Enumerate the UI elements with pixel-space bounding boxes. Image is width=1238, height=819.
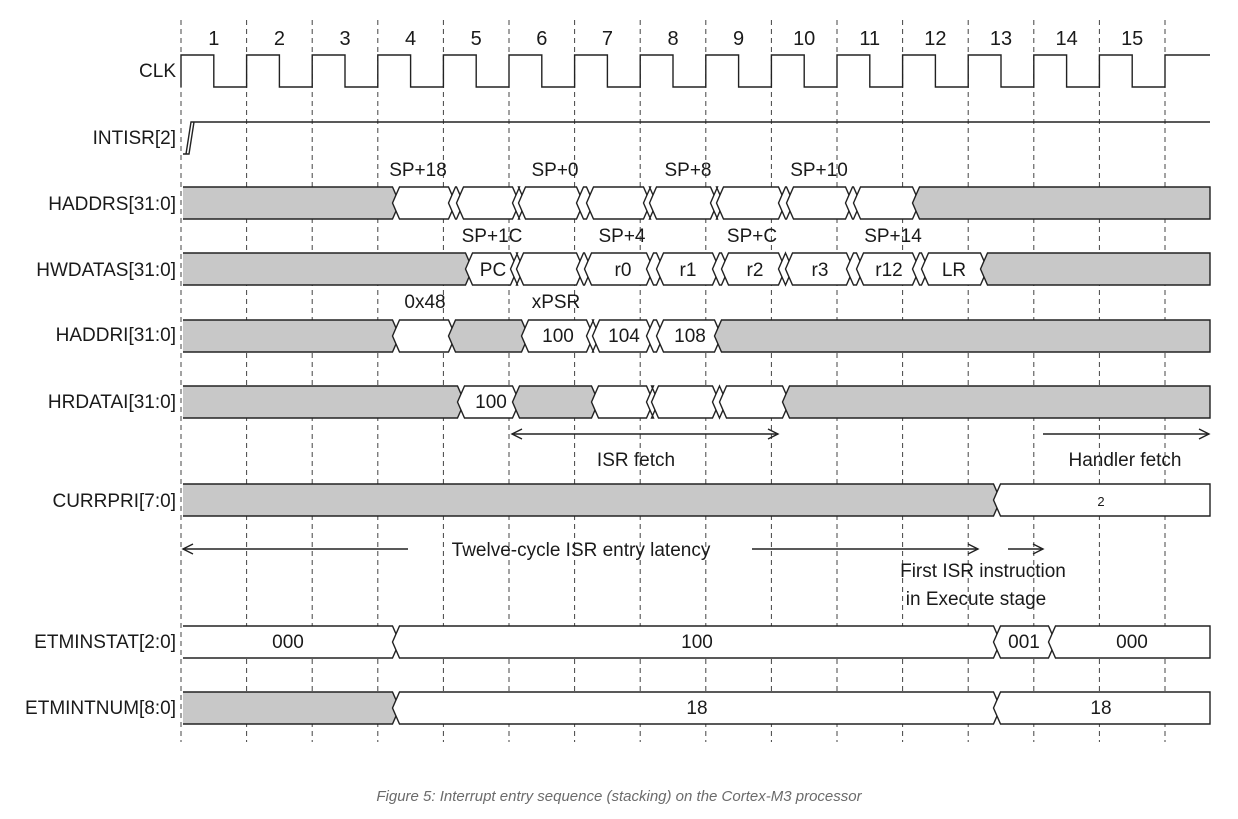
intisr-waveform (183, 121, 1210, 155)
hwdatas-data-pc: PC (480, 260, 506, 281)
hwdatas-data-r0: r0 (615, 260, 632, 281)
cycle-number: 4 (405, 28, 416, 50)
etminstat-bus-segment (1047, 625, 1211, 659)
cycle-number: 14 (1055, 28, 1077, 50)
etminstat-value-000: 000 (272, 632, 304, 653)
etmintnum-bus-segment (183, 691, 401, 725)
cycle-number: 9 (733, 28, 744, 50)
hwdatas-addr-sp1c: SP+1C (462, 226, 523, 247)
haddrs-bus-segment (648, 186, 719, 220)
haddri-bus-segment (183, 319, 401, 353)
haddrs-addr-sp10: SP+10 (790, 160, 848, 181)
hrdatai-value-100: 100 (475, 392, 507, 413)
etminstat-value-001: 001 (1008, 632, 1040, 653)
haddri-bus-segment (713, 319, 1211, 353)
hwdatas-data-lr: LR (942, 260, 966, 281)
signal-label-clk: CLK (139, 61, 176, 82)
etmintnum-bus-segment (992, 691, 1211, 725)
haddrs-bus-segment (585, 186, 652, 220)
hwdatas-addr-sp14: SP+14 (864, 226, 922, 247)
cycle-number: 5 (471, 28, 482, 50)
first-isr-label-line2: in Execute stage (906, 589, 1046, 610)
haddrs-addr-sp0: SP+0 (531, 160, 578, 181)
haddri-value-108: 108 (674, 326, 706, 347)
cycle-number: 15 (1121, 28, 1143, 50)
haddri-bus-segment (391, 319, 457, 353)
hrdatai-bus-segment (183, 385, 466, 419)
haddrs-addr-sp8: SP+8 (664, 160, 711, 181)
hrdatai-bus-segment (718, 385, 791, 419)
cycle-number: 6 (536, 28, 547, 50)
haddri-bus-segment (447, 319, 530, 353)
clk-waveform (180, 54, 1210, 88)
haddri-addr-0x48: 0x48 (404, 292, 445, 313)
hwdatas-bus-segment (979, 252, 1211, 286)
hrdatai-bus-segment (650, 385, 721, 419)
hrdatai-bus-segment (781, 385, 1211, 419)
haddrs-bus-segment (785, 186, 854, 220)
hrdatai-bus-segment (511, 385, 600, 419)
signal-label-currpri: CURRPRI[7:0] (52, 491, 176, 512)
bus-waveforms (183, 186, 1211, 725)
haddrs-addr-sp18: SP+18 (389, 160, 447, 181)
cycle-gridlines (180, 20, 1166, 742)
signal-label-hwdatas: HWDATAS[31:0] (36, 260, 176, 281)
signal-label-etminstat: ETMINSTAT[2:0] (34, 632, 176, 653)
hwdatas-data-r1: r1 (680, 260, 697, 281)
cycle-number: 8 (667, 28, 678, 50)
currpri-bus-segment (183, 483, 1002, 517)
etmintnum-value-18-end: 18 (1090, 698, 1111, 719)
signal-label-etmintnum: ETMINTNUM[8:0] (25, 698, 176, 719)
latency-label: Twelve-cycle ISR entry latency (452, 540, 711, 561)
cycle-number: 7 (602, 28, 613, 50)
hrdatai-bus-segment (590, 385, 655, 419)
isr-fetch-label: ISR fetch (597, 450, 675, 471)
figure-caption: Figure 5: Interrupt entry sequence (stac… (376, 788, 862, 805)
haddrs-bus-segment (455, 186, 521, 220)
cycle-number: 1 (208, 28, 219, 50)
isr-fetch-arrow (510, 428, 780, 440)
haddri-value-100: 100 (542, 326, 574, 347)
signal-label-hrdatai: HRDATAI[31:0] (48, 392, 176, 413)
handler-fetch-arrow (1043, 428, 1211, 440)
hwdatas-bus-segment (183, 252, 474, 286)
signal-label-haddrs: HADDRS[31:0] (48, 194, 176, 215)
currpri-value: 2 (1097, 494, 1104, 509)
cycle-number: 2 (274, 28, 285, 50)
haddrs-bus-segment (517, 186, 585, 220)
etminstat-value-000-end: 000 (1116, 632, 1148, 653)
first-isr-label-line1: First ISR instruction (900, 561, 1066, 582)
haddrs-bus-segment (911, 186, 1211, 220)
etminstat-value-100: 100 (681, 632, 713, 653)
cycle-number: 11 (859, 28, 880, 50)
cycle-number: 12 (924, 28, 946, 50)
haddri-value-104: 104 (608, 326, 640, 347)
cycle-number: 13 (990, 28, 1012, 50)
signal-label-intisr: INTISR[2] (93, 128, 176, 149)
hwdatas-addr-spc: SP+C (727, 226, 777, 247)
latency-arrow (181, 543, 980, 555)
signal-label-haddri: HADDRI[31:0] (56, 325, 176, 346)
cycle-number: 10 (793, 28, 815, 50)
hwdatas-data-r2: r2 (747, 260, 764, 281)
haddri-addr-xpsr: xPSR (532, 292, 581, 313)
hwdatas-addr-sp4: SP+4 (598, 226, 645, 247)
etmintnum-value-18: 18 (686, 698, 707, 719)
haddrs-bus-segment (715, 186, 787, 220)
haddrs-bus-segment (183, 186, 401, 220)
cycle-number: 3 (339, 28, 350, 50)
haddrs-bus-segment (391, 186, 457, 220)
currpri-bus-segment (992, 483, 1211, 517)
hwdatas-data-r3: r3 (812, 260, 829, 281)
handler-fetch-label: Handler fetch (1068, 450, 1181, 471)
first-isr-arrow (1008, 543, 1045, 555)
hwdatas-bus-segment (515, 252, 585, 286)
hwdatas-data-r12: r12 (875, 260, 902, 281)
haddrs-bus-segment (852, 186, 921, 220)
